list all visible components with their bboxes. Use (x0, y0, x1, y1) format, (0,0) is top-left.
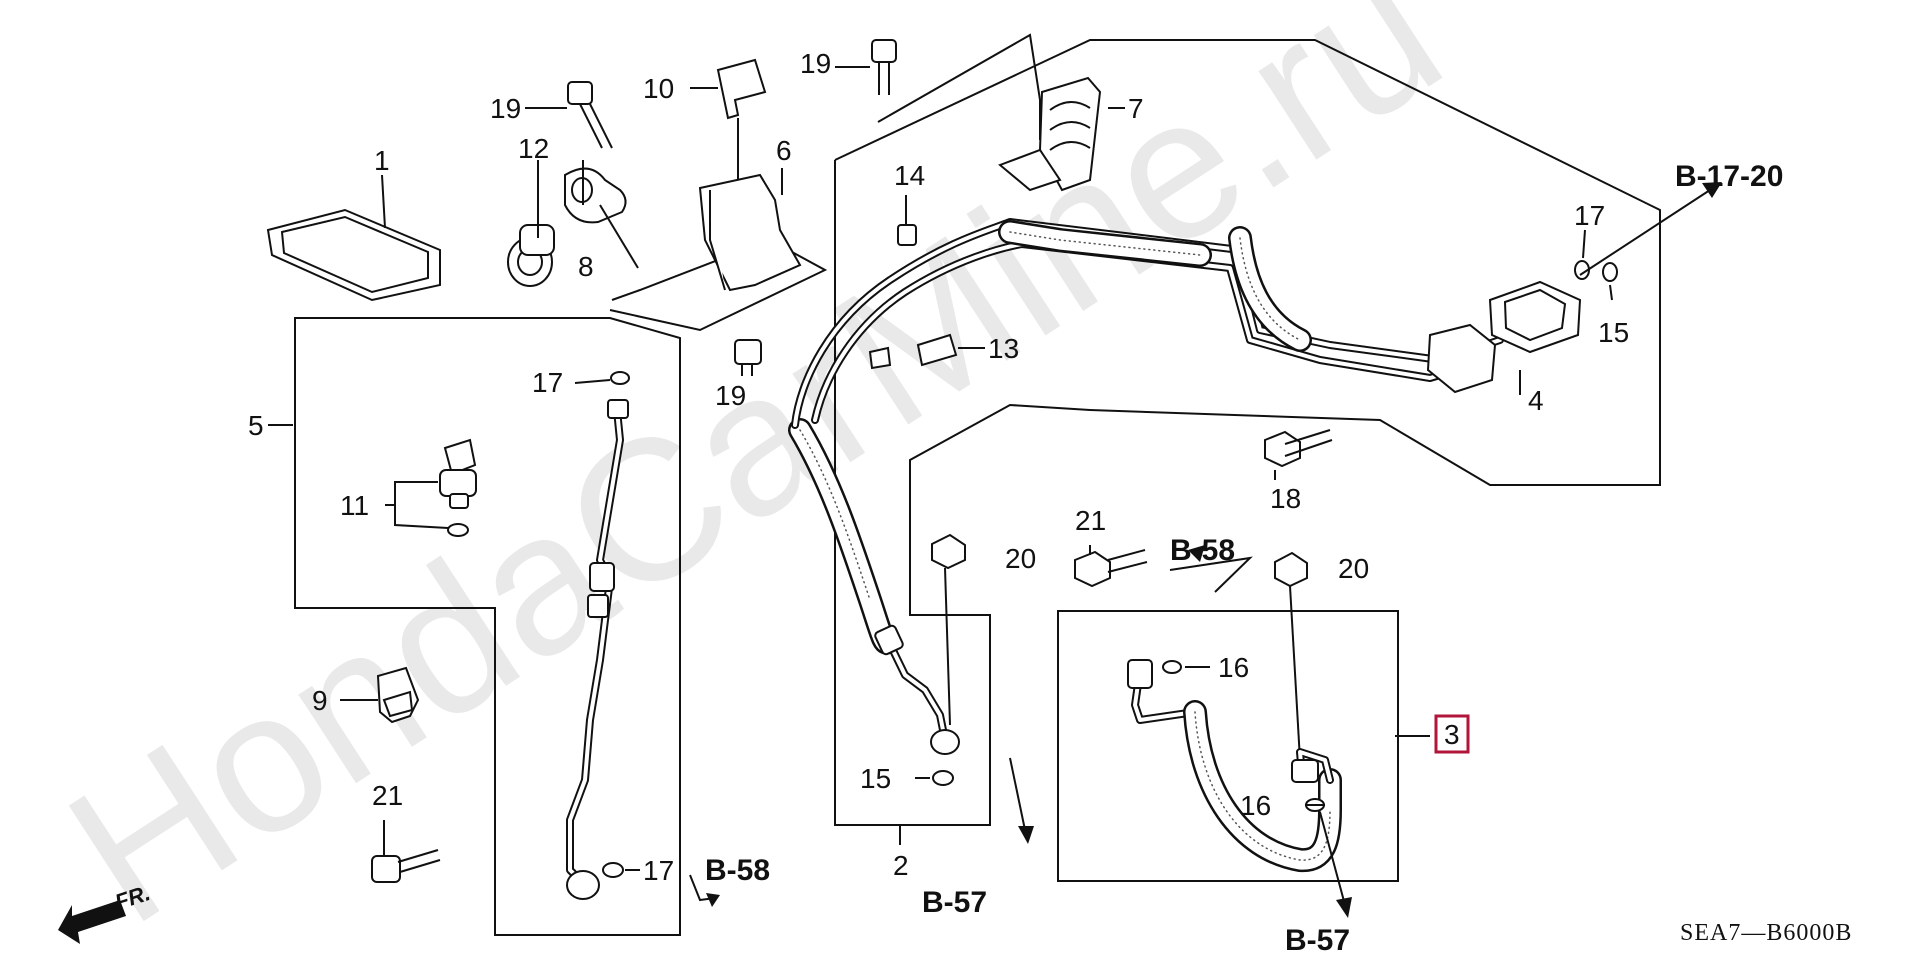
ref-b-57-right[interactable]: B-57 (1285, 924, 1350, 957)
callout-21: 21 (372, 780, 403, 811)
callout-19b: 19 (800, 48, 831, 79)
pipe-assembly-5 (371, 371, 630, 900)
callout-12: 12 (518, 133, 549, 164)
leader-lines (268, 66, 1722, 918)
callout-19c: 19 (715, 380, 746, 411)
callout-numbers: 1 12 19 8 10 6 19 7 14 13 19 5 17 11 9 2… (248, 48, 1629, 886)
fasteners-center (931, 429, 1333, 761)
callout-20b: 20 (1338, 553, 1369, 584)
section-references: B-17-20 B-58 B-58 B-57 B-57 (705, 160, 1783, 957)
group-outlines (294, 33, 1661, 936)
callout-15b: 15 (1598, 317, 1629, 348)
callout-19: 19 (490, 93, 521, 124)
callout-8: 8 (578, 251, 594, 282)
callout-10: 10 (643, 73, 674, 104)
callout-21b: 21 (1075, 505, 1106, 536)
callout-16b: 16 (1240, 790, 1271, 821)
callout-2: 2 (893, 850, 909, 881)
callout-1: 1 (374, 145, 390, 176)
callout-16: 16 (1218, 652, 1249, 683)
grommet-seal-4 (1426, 280, 1582, 394)
ref-b-58-left[interactable]: B-58 (705, 854, 770, 887)
discharge-hose-3 (1127, 659, 1342, 873)
figure-code: SEA7—B6000B (1680, 920, 1852, 946)
callout-4: 4 (1528, 385, 1544, 416)
callout-15: 15 (860, 763, 891, 794)
o-rings (932, 260, 1618, 786)
callout-14: 14 (894, 160, 925, 191)
callout-18: 18 (1270, 483, 1301, 514)
callout-20: 20 (1005, 543, 1036, 574)
callout-6: 6 (776, 135, 792, 166)
bolt-19-center (871, 39, 897, 95)
callout-3-box[interactable]: 3 (1434, 714, 1470, 754)
ref-b-58-right[interactable]: B-58 (1170, 534, 1235, 567)
callout-11: 11 (340, 490, 369, 521)
ref-b-57-center[interactable]: B-57 (922, 886, 987, 919)
ref-b-17-20[interactable]: B-17-20 (1675, 160, 1783, 193)
fittings-13-14 (868, 224, 958, 370)
suction-hose-2 (788, 218, 1504, 755)
clamp-grommet-part (507, 167, 627, 287)
bracket-part (698, 58, 802, 292)
callout-17: 17 (532, 367, 563, 398)
callout-17b: 17 (1574, 200, 1605, 231)
clip-bracket-part (998, 76, 1102, 192)
callout-13: 13 (988, 333, 1019, 364)
bolt-19-mid (734, 339, 762, 376)
callout-3: 3 (1444, 719, 1460, 750)
gasket-part (266, 208, 441, 302)
callout-5: 5 (248, 410, 264, 441)
bolt-19-left (567, 81, 613, 149)
callout-17c: 17 (643, 855, 674, 886)
callout-9: 9 (312, 685, 328, 716)
callout-7: 7 (1128, 93, 1144, 124)
